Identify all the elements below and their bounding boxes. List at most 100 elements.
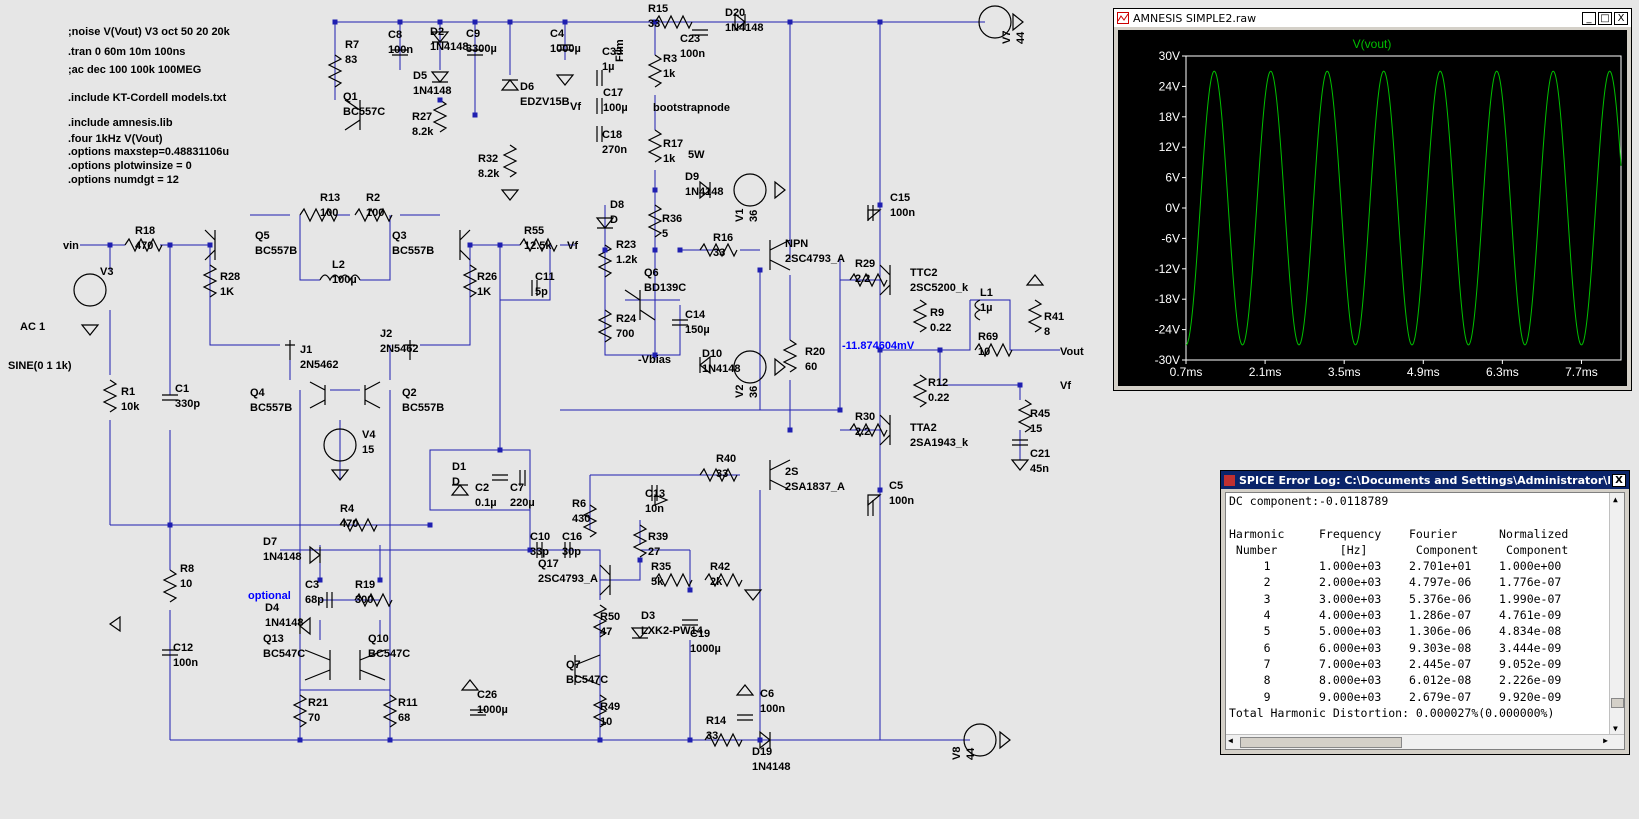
resistor-R18: [124, 237, 163, 253]
horizontal-scrollbar[interactable]: ◀ ▶: [1226, 734, 1624, 749]
scroll-thumb[interactable]: [1240, 737, 1402, 748]
directive-line: ;noise V(Vout) V3 oct 50 20 20k: [68, 26, 231, 38]
component-label-r28-ref: R28: [220, 271, 240, 283]
log-title: SPICE Error Log: C:\Documents and Settin…: [1239, 473, 1610, 487]
component-label-r13-value: 100: [320, 207, 338, 219]
close-button[interactable]: X: [1614, 11, 1628, 25]
waveform-title: AMNESIS SIMPLE2.raw: [1133, 11, 1257, 25]
ground-V2: [774, 357, 786, 377]
net-vbias: -Vbias: [638, 354, 671, 366]
junction-dot: [877, 19, 883, 25]
component-label-c9-value: 3300µ: [466, 43, 497, 55]
net-vin: vin: [63, 240, 79, 252]
ground-R41: [1025, 274, 1045, 286]
scroll-up-icon[interactable]: ▲: [1613, 495, 1618, 504]
resistor-R30: [849, 422, 888, 438]
junction-dot: [387, 737, 393, 743]
scroll-right-icon[interactable]: ▶: [1603, 736, 1608, 745]
component-label-r42-value: 2k: [710, 576, 723, 588]
scroll-left-icon[interactable]: ◀: [1228, 736, 1233, 745]
harmonic-row: 9 9.000e+03 2.679e-07 9.920e-09: [1229, 689, 1562, 704]
component-label-c18-value: 270n: [602, 144, 627, 156]
component-label-r7-ref: R7: [345, 39, 359, 51]
component-label-q2-ref: Q2: [402, 387, 417, 399]
scroll-thumb[interactable]: [1611, 698, 1624, 708]
component-label-r20-ref: R20: [805, 346, 825, 358]
component-label-q_ttc2-ref: TTC2: [910, 267, 938, 279]
component-label-r30-value: 2.2: [855, 426, 870, 438]
transistor-NPN: [769, 239, 791, 271]
junction-dot: [562, 19, 568, 25]
component-label-d20-ref: D20: [725, 7, 745, 19]
transistor-Q1: [344, 99, 361, 131]
component-label-r1-ref: R1: [121, 386, 135, 398]
component-label-r18-value: 470: [135, 240, 153, 252]
component-label-q17-ref: Q17: [538, 558, 559, 570]
source-V8: [963, 723, 997, 757]
y-tick-label: 6V: [1165, 171, 1180, 185]
component-label-d10-ref: D10: [702, 348, 722, 360]
junction-dot: [602, 247, 608, 253]
component-label-c12-ref: C12: [173, 642, 193, 654]
junction-dot: [472, 112, 478, 118]
transistor-Q6: [624, 289, 656, 321]
capacitor-C33: [596, 70, 603, 86]
junction-dot: [787, 19, 793, 25]
schematic-canvas[interactable]: ;noise V(Vout) V3 oct 50 20 20k .tran 0 …: [0, 0, 1110, 819]
component-label-r26-ref: R26: [477, 271, 497, 283]
directive-line: .tran 0 60m 10m 100ns: [68, 46, 185, 58]
trace-name[interactable]: V(vout): [1353, 37, 1392, 51]
harmonic-row: 6 6.000e+03 9.303e-08 3.444e-09: [1229, 640, 1562, 655]
scroll-down-icon[interactable]: ▼: [1613, 724, 1618, 733]
harmonic-row: 7 7.000e+03 2.445e-07 9.052e-09: [1229, 656, 1562, 671]
diode-D4: [299, 616, 311, 636]
minimize-button[interactable]: _: [1582, 11, 1596, 25]
spice-log-window[interactable]: SPICE Error Log: C:\Documents and Settin…: [1220, 470, 1630, 755]
component-label-d20-value: 1N4148: [725, 22, 764, 34]
directive-line: .four 1kHz V(Vout): [68, 133, 163, 145]
component-label-d5-value: 1N4148: [413, 85, 452, 97]
resistor-R32: [502, 144, 518, 178]
component-label-r20-value: 60: [805, 361, 817, 373]
log-titlebar[interactable]: SPICE Error Log: C:\Documents and Settin…: [1221, 471, 1629, 489]
component-label-r35-ref: R35: [651, 561, 671, 573]
junction-dot: [467, 242, 473, 248]
close-button[interactable]: X: [1612, 473, 1626, 487]
component-label-d19-value: 1N4148: [752, 761, 791, 773]
ground-C6: [735, 684, 755, 696]
component-label-r18-ref: R18: [135, 225, 155, 237]
component-label-c5-value: 100n: [889, 495, 914, 507]
source-V4: [323, 428, 357, 462]
component-label-r9-ref: R9: [930, 307, 944, 319]
component-label-q_ttc2-value: 2SC5200_k: [910, 282, 969, 294]
waveform-chart[interactable]: V(vout) 30V24V18V12V6V0V-6V-12V-18V-24V-…: [1118, 30, 1627, 386]
waveform-titlebar[interactable]: AMNESIS SIMPLE2.raw _ □ X: [1114, 9, 1631, 27]
log-text-area[interactable]: DC component:-0.0118789 Harmonic Frequen…: [1225, 492, 1625, 750]
resistor-R11: [382, 694, 398, 728]
component-label-r14-value: 33: [706, 730, 718, 742]
component-label-c33-ref: C33: [602, 46, 622, 58]
component-label-r27-ref: R27: [412, 111, 432, 123]
component-label-q10-ref: Q10: [368, 633, 389, 645]
component-symbols: [73, 5, 1045, 757]
resistor-R39: [632, 524, 648, 558]
vertical-scrollbar[interactable]: ▲ ▼: [1609, 493, 1624, 735]
ground-V4: [330, 469, 350, 481]
ground-C21: [1010, 459, 1030, 471]
component-label-d4-value: 1N4148: [265, 617, 304, 629]
component-label-r9-value: 0.22: [930, 322, 951, 334]
resistor-R21: [292, 694, 308, 728]
ground-R42: [743, 589, 763, 601]
component-label-j1-ref: J1: [300, 344, 312, 356]
resistor-R19: [354, 592, 393, 608]
diode-D10: [699, 355, 711, 375]
component-label-d1-value: D: [452, 476, 460, 488]
resistor-R16: [699, 242, 738, 258]
resistor-R17: [647, 129, 663, 163]
junction-dot: [207, 242, 213, 248]
component-label-c6-value: 100n: [760, 703, 785, 715]
maximize-button[interactable]: □: [1598, 11, 1612, 25]
